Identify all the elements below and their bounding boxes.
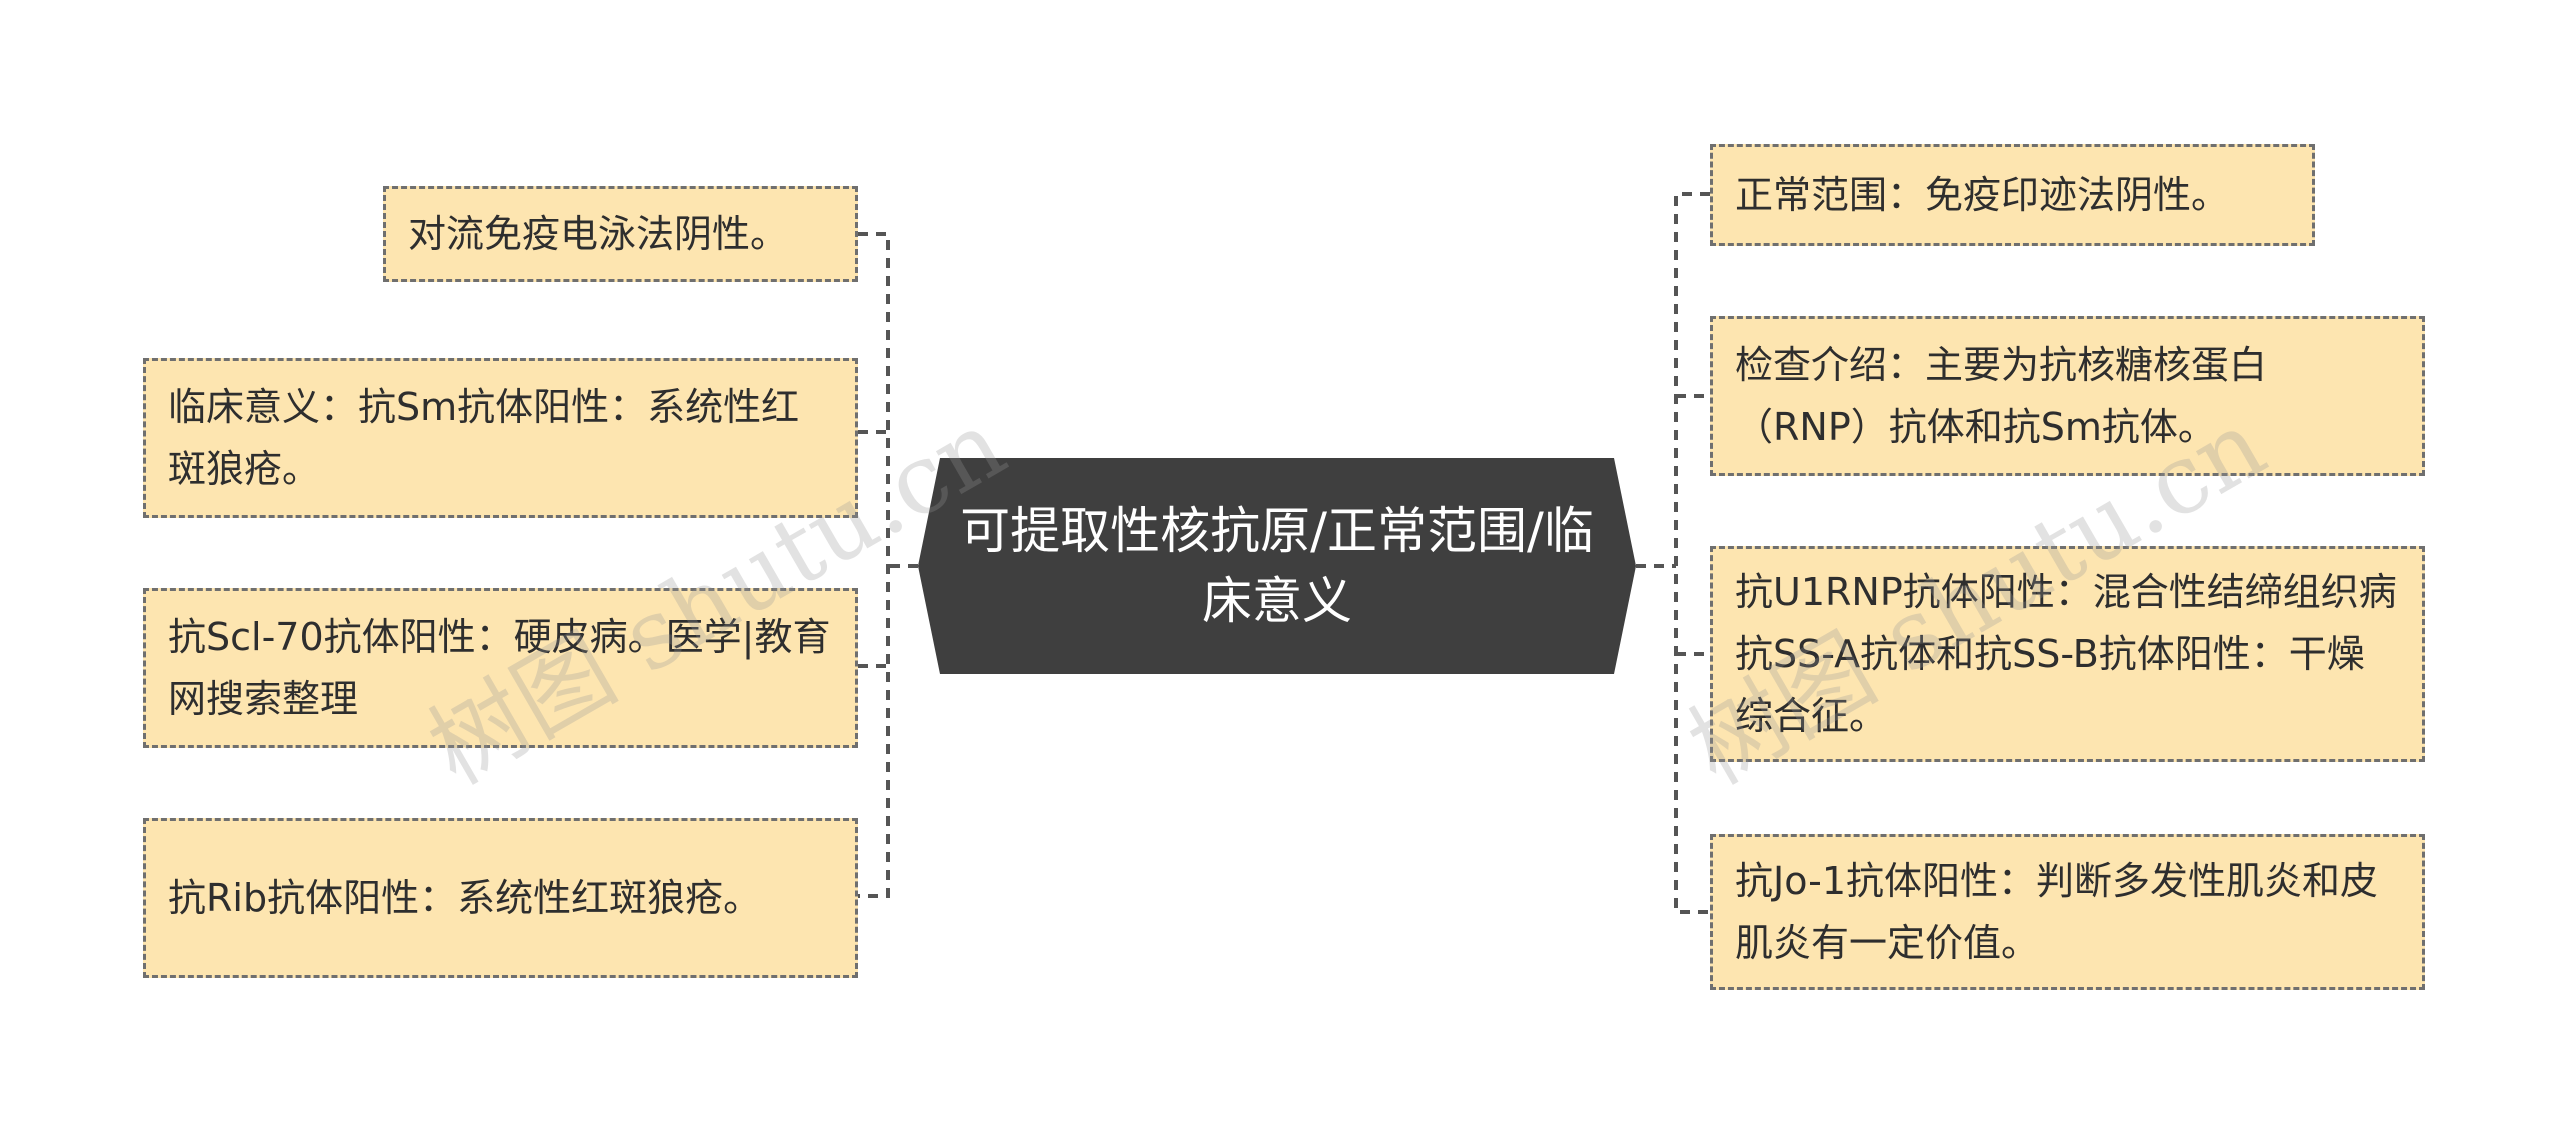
connector-right-trunk — [1674, 192, 1710, 914]
right-node-2[interactable]: 检查介绍：主要为抗核糖核蛋白（RNP）抗体和抗Sm抗体。 — [1710, 316, 2425, 476]
connector-left-trunk — [858, 232, 890, 898]
left-node-3[interactable]: 抗Scl-70抗体阳性：硬皮病。医学|教育网搜索整理 — [143, 588, 858, 748]
left-node-4-text: 抗Rib抗体阳性：系统性红斑狼疮。 — [168, 876, 762, 920]
central-topic[interactable]: 可提取性核抗原/正常范围/临床意义 — [918, 458, 1636, 674]
right-node-2-text: 检查介绍：主要为抗核糖核蛋白（RNP）抗体和抗Sm抗体。 — [1735, 343, 2268, 449]
right-node-3-text: 抗U1RNP抗体阳性：混合性结缔组织病抗SS-A抗体和抗SS-B抗体阳性：干燥综… — [1735, 570, 2397, 738]
central-topic-label: 可提取性核抗原/正常范围/临床意义 — [960, 502, 1594, 630]
right-node-4[interactable]: 抗Jo-1抗体阳性：判断多发性肌炎和皮肌炎有一定价值。 — [1710, 834, 2425, 990]
left-node-2[interactable]: 临床意义：抗Sm抗体阳性：系统性红斑狼疮。 — [143, 358, 858, 518]
right-node-1[interactable]: 正常范围：免疫印迹法阴性。 — [1710, 144, 2315, 246]
left-node-2-text: 临床意义：抗Sm抗体阳性：系统性红斑狼疮。 — [168, 385, 800, 491]
right-node-4-text: 抗Jo-1抗体阳性：判断多发性肌炎和皮肌炎有一定价值。 — [1735, 859, 2379, 965]
right-node-3[interactable]: 抗U1RNP抗体阳性：混合性结缔组织病抗SS-A抗体和抗SS-B抗体阳性：干燥综… — [1710, 546, 2425, 762]
left-node-4[interactable]: 抗Rib抗体阳性：系统性红斑狼疮。 — [143, 818, 858, 978]
right-node-1-text: 正常范围：免疫印迹法阴性。 — [1735, 173, 2230, 217]
left-node-3-text: 抗Scl-70抗体阳性：硬皮病。医学|教育网搜索整理 — [168, 615, 831, 721]
left-node-1[interactable]: 对流免疫电泳法阴性。 — [383, 186, 858, 282]
left-node-1-text: 对流免疫电泳法阴性。 — [408, 212, 789, 256]
